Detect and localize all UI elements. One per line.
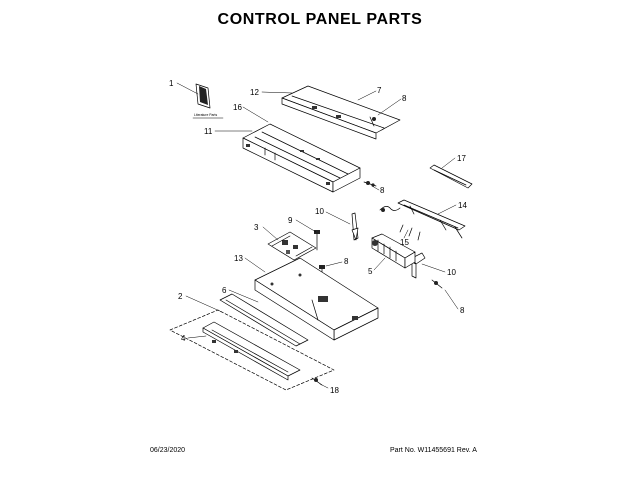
callout-5: 5 bbox=[368, 267, 373, 276]
callout-3: 3 bbox=[254, 223, 259, 232]
callout-6: 6 bbox=[222, 286, 227, 295]
part-11-console-frame bbox=[242, 123, 361, 193]
callout-8-center: 8 bbox=[344, 257, 349, 266]
callout-8-lower-right: 8 bbox=[460, 306, 465, 315]
callout-10-left: 10 bbox=[315, 207, 324, 216]
literature-label: Literature Parts bbox=[194, 113, 217, 117]
screw-8-lower-right bbox=[431, 279, 443, 289]
screw-8-mid bbox=[363, 181, 377, 187]
callout-14: 14 bbox=[458, 201, 467, 210]
part-2-control-panel bbox=[169, 309, 335, 391]
part-15-wire-clips bbox=[379, 206, 421, 241]
part-14-bracket bbox=[397, 199, 466, 239]
footer-part-number: Part No. W11455691 Rev. A bbox=[390, 447, 477, 454]
screw-9 bbox=[314, 230, 320, 251]
part-13-housing-plate bbox=[254, 257, 379, 341]
callout-17: 17 bbox=[457, 154, 466, 163]
callout-18: 18 bbox=[330, 386, 339, 395]
footer-date: 06/23/2020 bbox=[150, 447, 186, 454]
callout-numbers: 1 2 3 4 5 6 7 8 8 8 8 9 10 10 11 12 13 1… bbox=[169, 79, 467, 395]
part-7-top-cover bbox=[281, 85, 401, 140]
callout-12: 12 bbox=[250, 88, 259, 97]
callout-11: 11 bbox=[204, 127, 213, 136]
screw-8-top bbox=[369, 116, 376, 127]
callout-13: 13 bbox=[234, 254, 243, 263]
part-6-glass bbox=[219, 293, 309, 347]
page-title: CONTROL PANEL PARTS bbox=[217, 11, 423, 28]
callout-10-right: 10 bbox=[447, 268, 456, 277]
callout-1: 1 bbox=[169, 79, 174, 88]
part-5-fan bbox=[371, 233, 416, 269]
callout-2: 2 bbox=[178, 292, 183, 301]
callout-16: 16 bbox=[233, 103, 242, 112]
part-1-literature: Literature Parts bbox=[192, 83, 224, 119]
part-17-trim-strip bbox=[429, 164, 473, 189]
callout-9: 9 bbox=[288, 216, 293, 225]
callout-7: 7 bbox=[377, 86, 382, 95]
leader-lines bbox=[176, 82, 459, 389]
callout-8-top: 8 bbox=[402, 94, 407, 103]
callout-4: 4 bbox=[181, 334, 186, 343]
screw-18 bbox=[311, 377, 323, 386]
part-10-bracket-left bbox=[351, 212, 359, 241]
part-3-control-board bbox=[267, 231, 317, 261]
callout-15: 15 bbox=[400, 238, 409, 247]
callout-8-mid: 8 bbox=[380, 186, 385, 195]
